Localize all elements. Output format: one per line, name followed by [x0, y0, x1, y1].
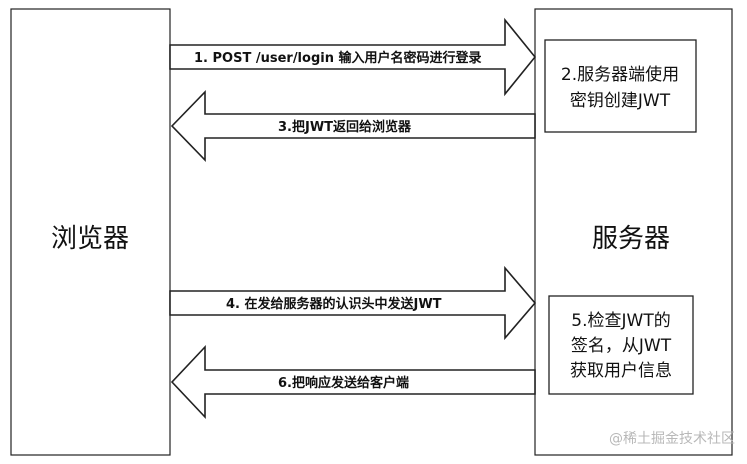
server-label: 服务器 — [592, 224, 670, 254]
arrow-login-request-label: 1. POST /user/login 输入用户名密码进行登录 — [194, 50, 482, 66]
note-verify-jwt-line-3: 获取用户信息 — [570, 361, 672, 381]
arrow-send-jwt — [169, 265, 537, 341]
watermark: @稀土掘金技术社区 — [609, 431, 735, 447]
arrow-login-request — [169, 17, 537, 97]
note-verify-jwt-line-2: 签名，从JWT — [571, 336, 672, 356]
arrow-send-jwt-label: 4. 在发给服务器的认识头中发送JWT — [226, 296, 442, 312]
browser-label: 浏览器 — [51, 224, 129, 254]
note-create-jwt-line-2: 密钥创建JWT — [570, 91, 671, 111]
arrow-return-jwt-label: 3.把JWT返回给浏览器 — [278, 119, 412, 135]
arrow-send-response — [170, 344, 536, 420]
browser-box — [10, 8, 171, 456]
note-create-jwt-box — [544, 39, 697, 133]
arrow-send-response-label: 6.把响应发送给客户端 — [278, 375, 409, 391]
note-verify-jwt-line-1: 5.检查JWT的 — [571, 311, 670, 331]
arrow-return-jwt — [170, 90, 536, 162]
note-verify-jwt-box — [548, 295, 694, 395]
note-create-jwt-line-1: 2.服务器端使用 — [561, 64, 679, 85]
